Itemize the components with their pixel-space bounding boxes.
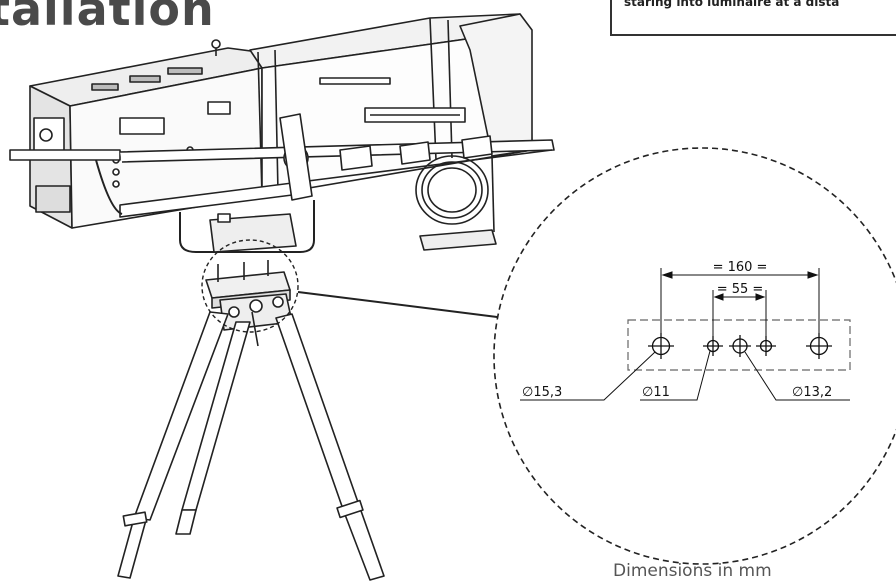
hole-13-2-label: ∅13,2	[792, 385, 832, 400]
mounting-plate-detail: = 160 = = 55 = ∅15,3 ∅11 ∅13,2	[493, 147, 896, 565]
tripod-drawing	[117, 260, 385, 581]
warning-text: staring into luminaire at a dista	[624, 0, 840, 9]
dimensions-caption: Dimensions in mm	[613, 561, 772, 581]
plate-outline	[627, 319, 851, 371]
hole-15-3-label: ∅15,3	[522, 385, 562, 400]
luminaire-drawing	[9, 13, 555, 253]
callout-small-circle	[201, 239, 299, 333]
section-title: tallation	[0, 0, 215, 36]
callout-leader-line	[297, 291, 506, 319]
hole-11-label: ∅11	[642, 385, 670, 400]
warning-box: staring into luminaire at a dista	[610, 0, 896, 36]
callout-large-circle	[493, 147, 896, 565]
dimension-55-label: = 55 =	[717, 282, 764, 297]
dimension-160-label: = 160 =	[713, 260, 768, 275]
